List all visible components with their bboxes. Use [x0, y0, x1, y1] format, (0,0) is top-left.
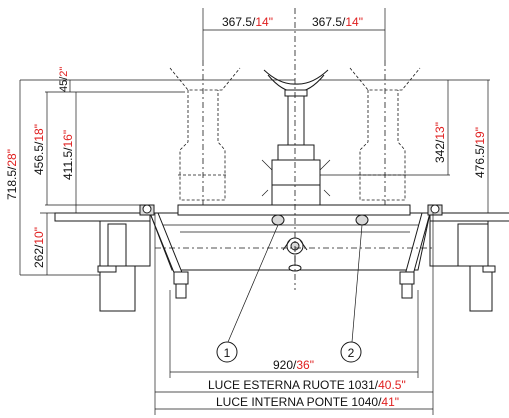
- dimension-texts: 367.5/14" 367.5/14" 45/2" 718.5/28" 456.…: [5, 15, 487, 409]
- dim-top-left: 367.5/14": [222, 15, 273, 29]
- dim-luce-interna: LUCE INTERNA PONTE 1040/41": [216, 395, 399, 409]
- bridge-beams: [40, 212, 509, 312]
- dim-456: 456.5/18": [32, 124, 46, 175]
- central-column: [261, 69, 331, 206]
- center-lines: [155, 8, 435, 290]
- dim-top-right: 367.5/14": [312, 15, 363, 29]
- callout-1-label: 1: [224, 346, 231, 360]
- dim-luce-esterna: LUCE ESTERNA RUOTE 1031/40.5": [208, 378, 406, 392]
- dim-718: 718.5/28": [5, 149, 19, 200]
- dim-45: 45/2": [58, 67, 70, 92]
- dim-411: 411.5/16": [61, 130, 75, 180]
- callouts: 1 2: [216, 341, 362, 363]
- dim-342: 342/13": [433, 122, 447, 163]
- callout-2-label: 2: [348, 346, 355, 360]
- dimension-lines: [19, 8, 490, 415]
- dim-476: 476.5/19": [473, 127, 487, 178]
- callout-2: [340, 341, 362, 363]
- dim-920: 920/36": [273, 358, 314, 372]
- dim-262: 262/10": [32, 227, 46, 268]
- jack-body: [139, 204, 443, 299]
- callout-1: [216, 341, 238, 363]
- left-arm: [169, 67, 241, 201]
